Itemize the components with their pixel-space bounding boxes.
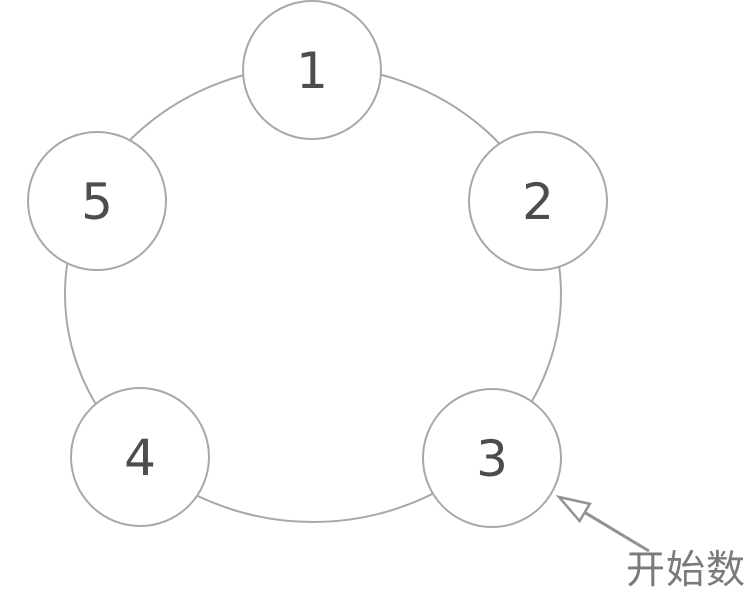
node-2: 2 [468,131,608,271]
node-2-label: 2 [522,173,554,231]
node-3: 3 [422,388,562,528]
node-1: 1 [242,0,382,140]
node-3-label: 3 [476,430,508,488]
node-3-circle [422,388,562,528]
node-5: 5 [27,131,167,271]
node-2-circle [468,131,608,271]
node-1-label: 1 [296,42,328,100]
node-4-label: 4 [124,429,156,487]
arrow-open-head-icon [555,494,592,524]
pointer-arrow [555,494,650,553]
node-5-label: 5 [81,173,113,231]
node-1-circle [242,0,382,140]
arrow-shaft [583,511,650,553]
node-4-circle [70,387,210,527]
annotation-start-label: 开始数 [626,548,747,593]
node-4: 4 [70,387,210,527]
node-5-circle [27,131,167,271]
